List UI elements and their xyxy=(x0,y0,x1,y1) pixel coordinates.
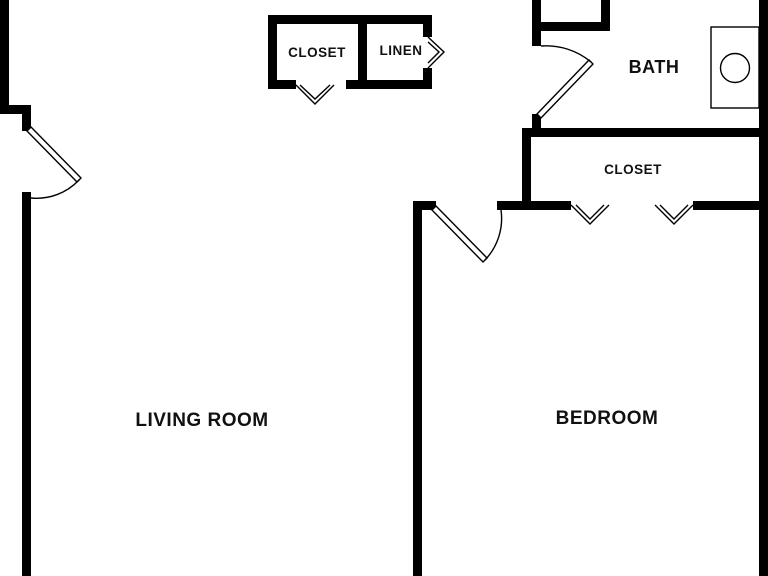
wall-closet-bottom-left xyxy=(268,80,296,89)
bedroom-door-swing xyxy=(484,209,503,261)
label-hall-closet: CLOSET xyxy=(288,45,346,60)
wall-closet-bottom-right xyxy=(346,80,432,89)
label-bedroom: BEDROOM xyxy=(556,408,659,429)
wall-living-left xyxy=(22,192,31,576)
hall-closet-bifold-inner xyxy=(299,84,331,100)
linen-bifold-door xyxy=(427,36,446,69)
wall-bath-upper-mid xyxy=(532,22,610,31)
label-linen: LINEN xyxy=(380,43,423,58)
doors xyxy=(26,36,694,263)
wall-left-upper xyxy=(0,0,9,112)
wall-closet-left xyxy=(268,15,277,89)
label-bedroom-closet: CLOSET xyxy=(604,162,662,177)
bedroom-closet-bifold-right-inner xyxy=(659,204,689,220)
bedroom-closet-bifold-right-outer xyxy=(654,204,694,225)
linen-bifold-outer xyxy=(427,36,446,69)
hall-closet-bifold-outer xyxy=(295,84,335,105)
bedroom-closet-bifold-door-left xyxy=(570,204,610,225)
wall-closet-top xyxy=(268,15,432,24)
room-labels: CLOSET LINEN BATH CLOSET LIVING ROOM BED… xyxy=(135,43,680,431)
wall-bath-jamb xyxy=(532,114,541,132)
hall-closet-bifold-door xyxy=(295,84,335,105)
linen-bifold-inner xyxy=(427,41,441,64)
bath-door xyxy=(536,45,594,119)
wall-closet-left-bedroom xyxy=(522,128,531,210)
entry-door xyxy=(26,126,82,199)
wall-bedroom-top-left xyxy=(413,201,436,210)
bath-door-swing xyxy=(540,45,592,63)
wall-linen-right-bottom xyxy=(423,68,432,89)
bedroom-door-leaf xyxy=(431,205,488,263)
wall-closet-divider xyxy=(358,15,367,89)
bedroom-closet-bifold-left-outer xyxy=(570,204,610,225)
wall-linen-right-top xyxy=(423,15,432,37)
wall-bath-bottom xyxy=(522,128,768,137)
wall-bedroom-left xyxy=(413,201,422,576)
label-living-room: LIVING ROOM xyxy=(135,410,268,431)
bedroom-closet-bifold-door-right xyxy=(654,204,694,225)
entry-door-leaf xyxy=(26,126,82,183)
bedroom-door xyxy=(431,205,503,263)
wall-bedroom-top-mid xyxy=(497,201,571,210)
wall-left-jamb xyxy=(22,105,31,131)
wall-left-jog xyxy=(0,105,31,114)
bedroom-closet-bifold-left-inner xyxy=(575,204,605,220)
bath-sink xyxy=(710,26,760,109)
wall-bath-upper-post xyxy=(601,0,610,31)
wall-bedroom-top-right xyxy=(693,201,768,210)
label-bath: BATH xyxy=(629,57,680,77)
bath-door-leaf xyxy=(536,59,594,119)
entry-door-swing xyxy=(30,179,80,199)
wall-right xyxy=(759,0,768,576)
sink-basin xyxy=(719,52,751,84)
